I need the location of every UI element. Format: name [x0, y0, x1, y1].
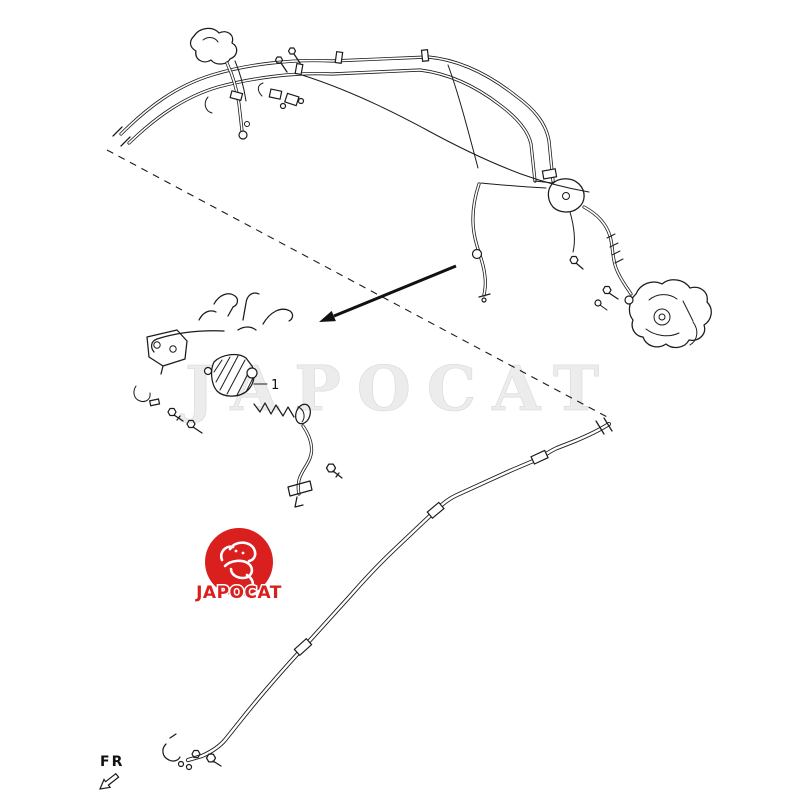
logo-cat-eye: [241, 551, 245, 555]
pipe-clip: [229, 90, 244, 102]
pipe-bracket: [189, 27, 238, 65]
hose-tubes: [133, 292, 294, 407]
hose-end-fitting: [481, 297, 487, 303]
flare-nut: [112, 126, 131, 147]
coil-spring: [253, 402, 295, 418]
fr-direction-indicator: FR: [99, 754, 124, 790]
junction-fittings: [204, 82, 305, 114]
bolt-icon: [594, 299, 602, 307]
pipe-clip: [530, 449, 549, 465]
fr-label: FR: [100, 754, 124, 770]
mounting-bracket: [146, 329, 188, 375]
pipe-fitting: [244, 121, 250, 127]
part-1-callout: 1: [253, 378, 279, 393]
pipe-clip: [426, 501, 445, 520]
caliper-hose: [582, 205, 633, 296]
bolt-icon: [602, 285, 619, 300]
hose-coil: [606, 233, 624, 264]
pipe-fitting: [238, 130, 248, 140]
logo-wordmark: JAPOCAT: [195, 583, 282, 603]
connector-pipe: [447, 64, 479, 169]
main-pipe-run: [119, 55, 555, 183]
part-1-callout-number: 1: [271, 378, 279, 393]
pipe-clip: [293, 637, 313, 657]
watermark-text: JAPOCAT: [180, 352, 615, 425]
pipe-end-fittings: [162, 733, 222, 771]
detail-zoom-arrow: [319, 264, 457, 322]
logo-cat-eye: [234, 549, 238, 553]
pipe-clip: [420, 49, 430, 62]
junction-block: [534, 168, 585, 270]
pipe-clip: [294, 62, 304, 76]
pipe-clip: [334, 50, 344, 65]
bracket-detail: [202, 37, 219, 43]
drop-pipe-parallel: [234, 60, 247, 102]
flex-hose: [472, 183, 487, 296]
bolt-icon: [167, 407, 343, 479]
banjo-fitting: [624, 295, 634, 305]
connector-pipe: [480, 182, 547, 189]
bent-pipe: [287, 424, 314, 508]
watermark: JAPOCAT: [180, 352, 615, 426]
fr-arrow-icon: [99, 772, 120, 790]
japocat-logo: JAPOCAT: [194, 528, 283, 605]
section-divider-dashed-line: [106, 149, 612, 420]
brake-caliper-assembly: [594, 279, 712, 349]
boot: [295, 403, 311, 425]
logo-cat-doodle: [220, 541, 257, 591]
hose-end-fitting: [478, 293, 491, 298]
main-pipe-run: [127, 68, 537, 183]
upper-brake-pipe-assembly: [112, 27, 712, 349]
part-1-body: [203, 353, 258, 397]
bolt-icon: [274, 47, 301, 73]
flare-nut: [595, 417, 613, 435]
lower-fuel-pipe-assembly: [162, 417, 613, 771]
hose-ring-fitting: [471, 248, 483, 260]
exploded-parts-view: 1: [133, 292, 343, 508]
